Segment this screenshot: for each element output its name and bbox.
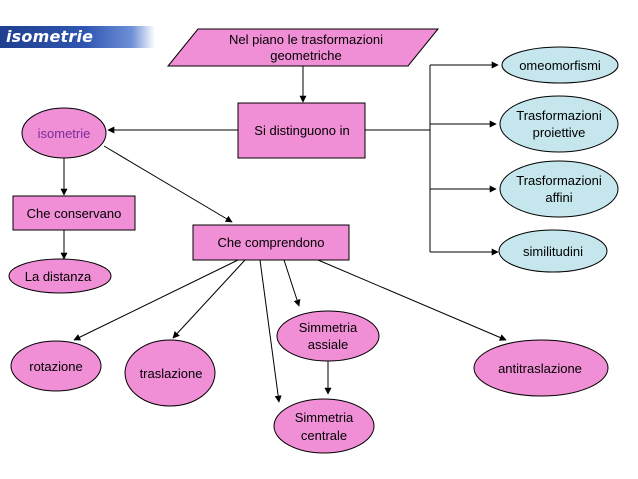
arrow-to-rotazione	[73, 259, 239, 341]
node-affini-label-1: Trasformazioni	[516, 173, 602, 188]
node-omeomorfismi-label: omeomorfismi	[519, 58, 601, 73]
node-distinguono-label: Si distinguono in	[254, 123, 349, 138]
node-simmetria-centrale-label-2: centrale	[301, 428, 347, 443]
node-distanza-shape	[8, 258, 112, 294]
node-comprendono-shape	[192, 224, 350, 261]
node-traslazione-label: traslazione	[140, 366, 203, 381]
node-comprendono-label: Che comprendono	[218, 235, 325, 250]
node-simmetria-assiale-shape	[276, 310, 380, 362]
node-piano-label-1: Nel piano le trasformazioni	[229, 32, 383, 47]
node-similitudini-shape	[498, 229, 608, 273]
arrow-to-simmetria-centrale	[259, 259, 282, 403]
node-antitraslazione-label: antitraslazione	[498, 361, 582, 376]
node-proiettive-label-2: proiettive	[533, 125, 586, 140]
node-piano-label-2: geometriche	[270, 48, 342, 63]
node-antitraslazione-shape	[473, 339, 609, 397]
connectors	[60, 61, 507, 403]
arrow-isometrie-to-comprendono	[103, 145, 233, 223]
nodes	[8, 28, 619, 454]
node-rotazione-label: rotazione	[29, 359, 82, 374]
node-distanza-label: La distanza	[25, 269, 92, 284]
node-piano-shape	[166, 28, 440, 67]
arrow-to-antitraslazione	[317, 259, 507, 341]
header-bar: isometrie	[0, 26, 155, 48]
node-proiettive-label-1: Trasformazioni	[516, 108, 602, 123]
node-simmetria-assiale-label-2: assiale	[308, 337, 348, 352]
node-isometrie-label: isometrie	[38, 126, 91, 141]
node-proiettive-shape	[499, 95, 619, 153]
node-rotazione-shape	[10, 340, 102, 392]
header-title: isometrie	[6, 27, 94, 46]
node-similitudini-label: similitudini	[523, 244, 583, 259]
node-simmetria-centrale-label-1: Simmetria	[295, 410, 354, 425]
node-traslazione-shape	[124, 339, 216, 407]
node-simmetria-centrale-shape	[273, 398, 375, 454]
node-simmetria-assiale-label-1: Simmetria	[299, 320, 358, 335]
node-affini-shape	[499, 160, 619, 218]
node-omeomorfismi-shape	[501, 46, 619, 84]
node-conservano-shape	[12, 195, 136, 231]
arrow-to-traslazione	[172, 259, 246, 339]
node-distinguono-shape	[237, 102, 366, 159]
arrow-to-simmetria-assiale	[283, 259, 301, 307]
node-labels: Nel piano le trasformazioni geometriche …	[25, 32, 602, 443]
node-conservano-label: Che conservano	[27, 206, 122, 221]
node-isometrie-shape	[21, 107, 107, 159]
node-affini-label-2: affini	[545, 190, 572, 205]
